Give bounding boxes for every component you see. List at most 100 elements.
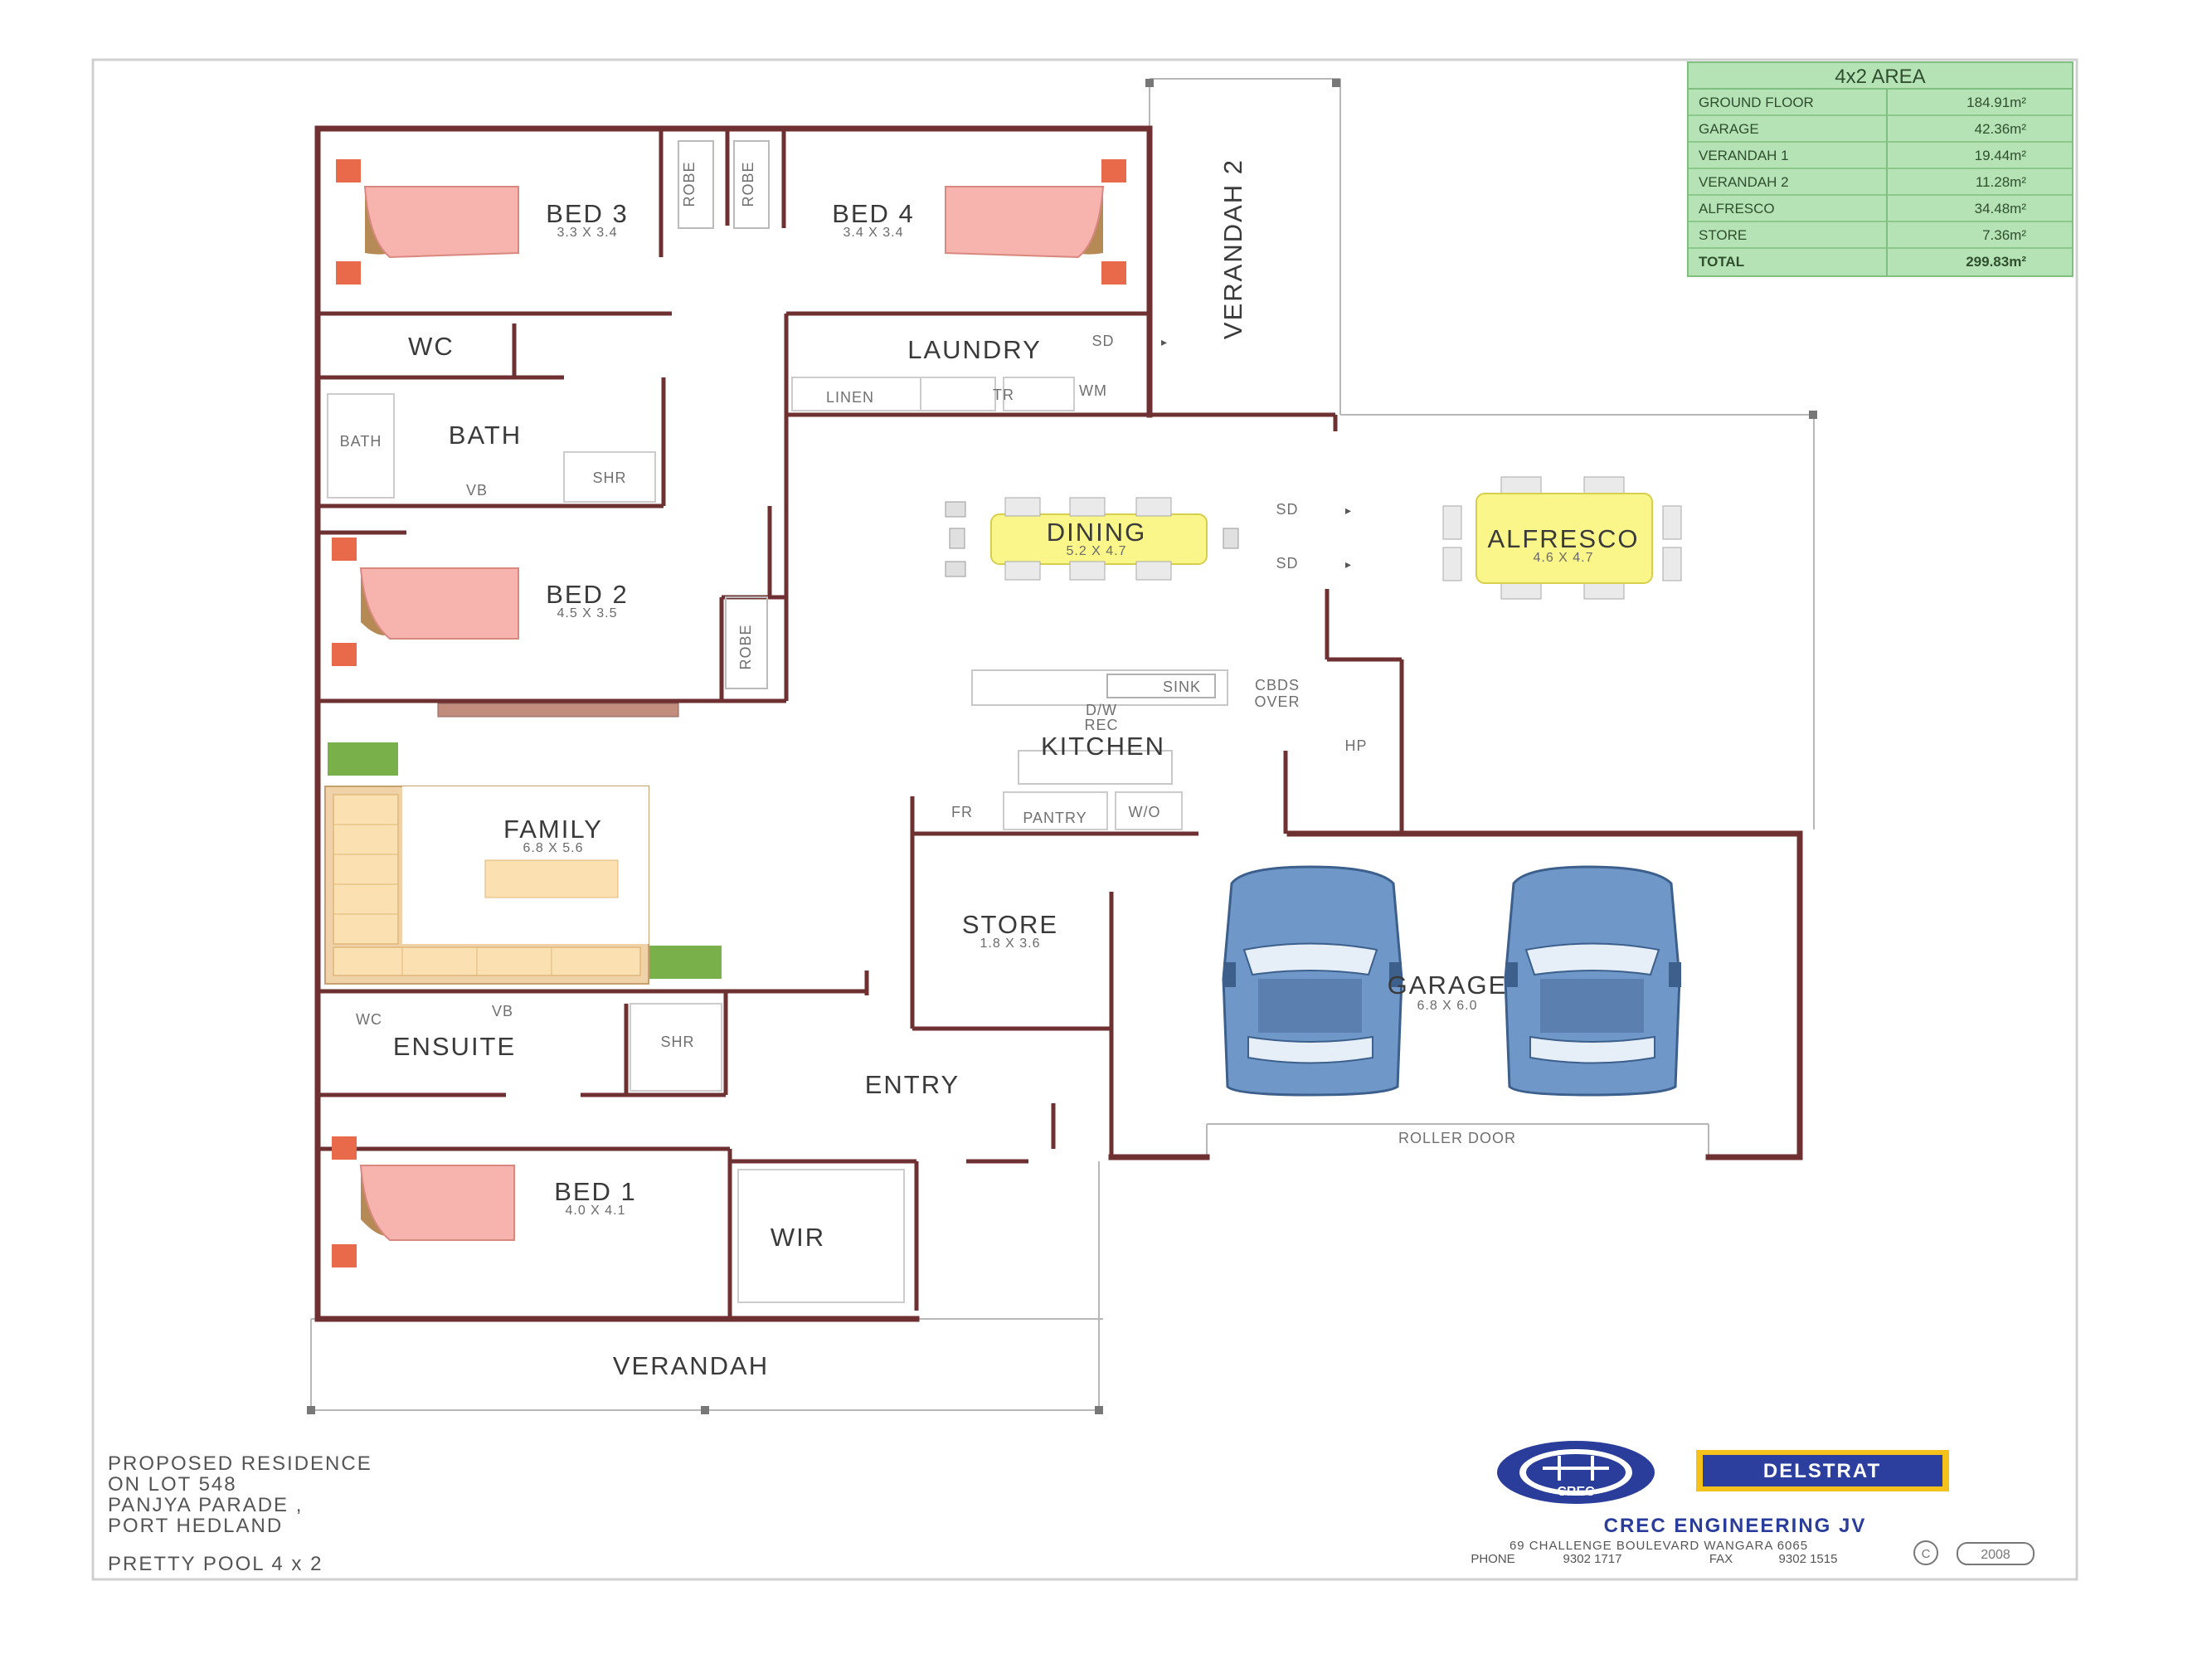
fax-number: 9302 1515: [1779, 1552, 1838, 1566]
company-address: 69 CHALLENGE BOULEVARD WANGARA 6065: [1510, 1539, 1808, 1553]
title-line: ON LOT 548: [108, 1473, 237, 1496]
room-entry-label: ENTRY: [865, 1070, 960, 1099]
robe-label: ROBE: [737, 624, 754, 669]
room-garage-dim: 6.8 X 6.0: [1417, 999, 1477, 1013]
hp-label: HP: [1344, 737, 1367, 754]
fax-label: FAX: [1709, 1552, 1733, 1566]
copyright-icon: [1913, 1540, 1938, 1565]
fr-label: FR: [951, 804, 973, 820]
rec-label: REC: [1084, 717, 1118, 733]
area-table: 4x2 AREA GROUND FLOOR 184.91m² GARAGE 42…: [1687, 61, 2073, 277]
roller-door-label: ROLLER DOOR: [1398, 1130, 1516, 1146]
room-alfresco-label: ALFRESCO: [1487, 524, 1639, 553]
title-block: PROPOSED RESIDENCE ON LOT 548 PANJYA PAR…: [108, 1452, 372, 1575]
title-line: PROPOSED RESIDENCE: [108, 1452, 372, 1475]
delstrat-logo: DELSTRAT: [1696, 1450, 1949, 1491]
pantry-label: PANTRY: [1023, 810, 1087, 826]
room-bed-4-dim: 3.4 X 3.4: [843, 226, 903, 240]
room-ensuite-label: ENSUITE: [393, 1032, 516, 1061]
title-line: PANJYA PARADE ,: [108, 1494, 303, 1516]
room-bed-2-label: BED 2: [546, 580, 629, 609]
crec-logo: CREC: [1497, 1441, 1655, 1504]
furniture: ▸ ▸ ▸: [324, 140, 1682, 1303]
crec-logo-text: CREC: [1557, 1485, 1595, 1499]
bed-2-furniture: [332, 538, 519, 666]
room-family-label: FAMILY: [503, 815, 603, 844]
sink-label: SINK: [1163, 679, 1201, 695]
copyright-year: 2008: [1981, 1548, 2010, 1562]
shr-label: SHR: [592, 469, 626, 486]
cbds-label: CBDS: [1255, 677, 1300, 693]
area-row-label: VERANDAH 1: [1699, 148, 1789, 163]
room-bath-label: BATH: [449, 421, 522, 450]
sheet-border: [91, 58, 2078, 1581]
dw-label: D/W: [1086, 702, 1117, 718]
over-label: OVER: [1254, 693, 1300, 710]
phone-label: PHONE: [1471, 1552, 1514, 1566]
sd-label: SD: [1276, 501, 1298, 518]
bed-3-furniture: [336, 159, 519, 285]
room-labels: BED 3 3.3 X 3.4 BED 4 3.4 X 3.4 WC LAUND…: [393, 158, 1639, 1380]
area-row-value: 19.44m²: [1975, 148, 2027, 163]
room-store-dim: 1.8 X 3.6: [980, 937, 1040, 951]
area-row-label: GROUND FLOOR: [1699, 95, 1814, 110]
area-table-title: 4x2 AREA: [1835, 66, 1925, 88]
room-store-label: STORE: [962, 910, 1058, 939]
room-alfresco-dim: 4.6 X 4.7: [1533, 551, 1593, 565]
wm-label: WM: [1079, 382, 1107, 399]
area-row-value: 11.28m²: [1976, 174, 2026, 190]
room-bed-3-label: BED 3: [546, 199, 629, 228]
bed-1-furniture: [332, 1136, 515, 1267]
shr-label: SHR: [660, 1034, 694, 1050]
car-right: [1504, 865, 1681, 1097]
room-wc-label: WC: [408, 332, 455, 361]
walls: [314, 125, 1803, 1322]
wc-fixture-label: WC: [356, 1011, 382, 1028]
sd-label: SD: [1091, 333, 1114, 349]
area-row-value: 7.36m²: [1982, 227, 2026, 243]
fixture-labels: ROBE ROBE ROBE SD LINEN TR WM BATH VB SH…: [340, 161, 1516, 1146]
company-block: CREC DELSTRAT CREC ENGINEERING JV 69 CHA…: [1471, 1441, 2035, 1566]
delstrat-text: DELSTRAT: [1763, 1460, 1881, 1482]
room-dining-dim: 5.2 X 4.7: [1066, 544, 1126, 558]
company-name: CREC ENGINEERING JV: [1604, 1515, 1867, 1537]
area-row-label: VERANDAH 2: [1699, 174, 1789, 190]
room-dining-label: DINING: [1047, 518, 1147, 547]
room-kitchen-label: KITCHEN: [1041, 732, 1165, 761]
tr-label: TR: [993, 387, 1014, 403]
bed-4-furniture: [945, 159, 1126, 285]
area-row-label: ALFRESCO: [1699, 201, 1775, 216]
phone-number: 9302 1717: [1563, 1552, 1622, 1566]
area-total-value: 299.83m²: [1966, 254, 2026, 270]
svg-text:▸: ▸: [1345, 504, 1351, 518]
dining-table: [945, 497, 1239, 581]
area-row-label: STORE: [1699, 227, 1747, 243]
room-bed-4-label: BED 4: [832, 199, 915, 228]
area-row-value: 42.36m²: [1975, 121, 2027, 137]
kitchen-bench: [971, 669, 1228, 785]
family-furniture: [324, 703, 722, 985]
area-total-label: TOTAL: [1699, 254, 1744, 270]
copyright-symbol: C: [1922, 1547, 1931, 1561]
car-left: [1222, 865, 1403, 1097]
sd-label: SD: [1276, 555, 1298, 572]
room-laundry-label: LAUNDRY: [907, 335, 1042, 364]
area-row-value: 34.48m²: [1975, 201, 2027, 216]
wo-label: W/O: [1129, 804, 1161, 820]
room-bed-3-dim: 3.3 X 3.4: [557, 226, 617, 240]
robe-label: ROBE: [681, 161, 698, 207]
vb-label: VB: [466, 482, 488, 499]
area-row-label: GARAGE: [1699, 121, 1759, 137]
bath-fixture-label: BATH: [340, 433, 382, 450]
room-verandah-label: VERANDAH: [613, 1351, 769, 1380]
robe-label: ROBE: [740, 161, 756, 207]
svg-text:▸: ▸: [1161, 336, 1167, 349]
vb-label: VB: [492, 1003, 513, 1019]
design-name: PRETTY POOL 4 x 2: [108, 1553, 323, 1575]
linen-label: LINEN: [826, 389, 874, 406]
title-line: PORT HEDLAND: [108, 1515, 283, 1537]
room-verandah-2-label: VERANDAH 2: [1218, 158, 1247, 339]
svg-text:▸: ▸: [1345, 558, 1351, 572]
room-family-dim: 6.8 X 5.6: [523, 841, 583, 855]
